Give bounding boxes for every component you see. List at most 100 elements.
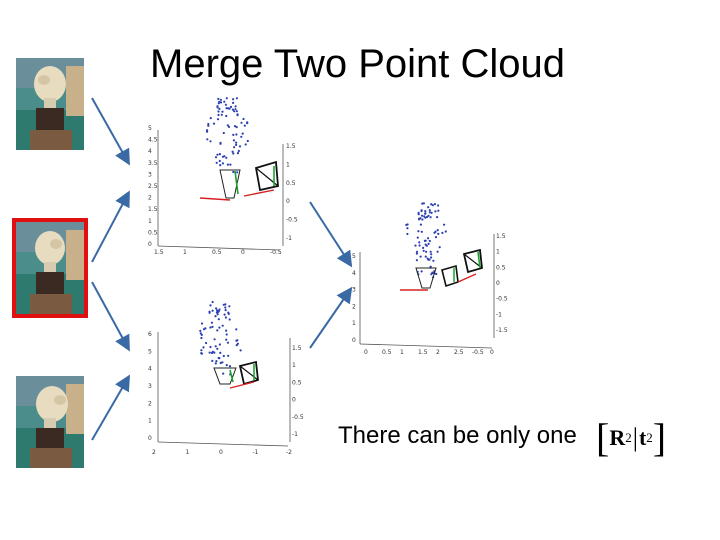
cloud-point xyxy=(229,164,231,166)
cloud-point xyxy=(244,125,246,127)
cloud-point xyxy=(437,251,439,253)
right-tick-label: -1 xyxy=(286,235,292,242)
cloud-point xyxy=(228,305,230,307)
cloud-point xyxy=(232,98,234,100)
cloud-point xyxy=(232,134,234,136)
cloud-point xyxy=(421,215,423,217)
cloud-point xyxy=(218,101,220,103)
cloud-point xyxy=(218,108,220,110)
cloud-point xyxy=(432,260,434,262)
cloud-point xyxy=(216,329,218,331)
cloud-point xyxy=(209,140,211,142)
cloud-point xyxy=(429,211,431,213)
cloud-point xyxy=(227,107,229,109)
right-tick-label: -1.5 xyxy=(496,327,508,334)
left-tick-label: 3 xyxy=(148,171,152,178)
left-tick-label: 4.5 xyxy=(148,137,158,144)
cloud-point xyxy=(214,315,216,317)
cloud-point xyxy=(209,326,211,328)
right-tick-label: 1.5 xyxy=(496,233,506,240)
cloud-point xyxy=(417,237,419,239)
left-tick-label: 3 xyxy=(352,287,356,294)
cloud-point xyxy=(437,210,439,212)
cloud-point xyxy=(232,171,234,173)
cloud-point xyxy=(414,245,416,247)
tick-labels: 54.543.532.521.510.501.510.50-0.5-11.510… xyxy=(148,125,298,256)
cloud-point xyxy=(216,154,218,156)
camera-3 xyxy=(458,250,482,282)
cloud-point xyxy=(430,256,432,258)
cloud-point xyxy=(225,330,227,332)
cloud-point xyxy=(430,203,432,205)
cloud-point xyxy=(212,351,214,353)
cloud-point xyxy=(205,342,207,344)
bottom-tick-label: 2.5 xyxy=(454,349,464,356)
cloud-point xyxy=(204,327,206,329)
cloud-point xyxy=(218,308,220,310)
point-cloud xyxy=(206,97,249,173)
cloud-point xyxy=(430,216,432,218)
cloud-point xyxy=(234,108,236,110)
bottom-tick-label: 2 xyxy=(436,349,440,356)
right-tick-label: -1 xyxy=(292,431,298,438)
cloud-point xyxy=(429,240,431,242)
left-tick-label: 1.5 xyxy=(148,206,158,213)
cloud-point xyxy=(216,309,218,311)
cloud-point xyxy=(418,213,420,215)
cloud-point xyxy=(206,138,208,140)
cloud-point xyxy=(232,102,234,104)
cloud-point xyxy=(237,152,239,154)
tick-labels: 65432101.510.50-0.5-1210-1-2 xyxy=(148,331,304,456)
cloud-point xyxy=(235,144,237,146)
cloud-point xyxy=(225,339,227,341)
bottom-axis xyxy=(158,442,288,446)
right-tick-label: -0.5 xyxy=(292,414,304,421)
right-tick-label: 1 xyxy=(286,161,290,168)
point-cloud xyxy=(405,202,447,278)
cloud-point xyxy=(217,114,219,116)
cloud-point xyxy=(416,251,418,253)
right-tick-label: 1 xyxy=(496,249,500,256)
cloud-point xyxy=(223,355,225,357)
cloud-point xyxy=(218,318,220,320)
cloud-point xyxy=(235,133,237,135)
left-tick-label: 0 xyxy=(352,337,356,344)
cloud-point xyxy=(417,230,419,232)
cloud-point xyxy=(428,243,430,245)
cloud-point xyxy=(209,312,211,314)
cloud-point xyxy=(222,373,224,375)
cloud-point xyxy=(240,136,242,138)
arrow-bottom-plot-to-merged xyxy=(310,290,350,348)
left-tick-label: 0 xyxy=(148,241,152,248)
cloud-point xyxy=(212,310,214,312)
cloud-point xyxy=(425,256,427,258)
cloud-point xyxy=(425,244,427,246)
cloud-point xyxy=(225,157,227,159)
cloud-point xyxy=(232,152,234,154)
formula-right-bracket: ] xyxy=(653,418,666,458)
cloud-point xyxy=(224,314,226,316)
cloud-point xyxy=(213,123,215,125)
bottom-tick-label: -0.5 xyxy=(270,249,282,256)
cloud-point xyxy=(421,218,423,220)
bottom-tick-label: 1 xyxy=(400,349,404,356)
cloud-point xyxy=(437,233,439,235)
right-tick-label: 1 xyxy=(292,362,296,369)
cloud-point xyxy=(217,110,219,112)
cloud-point xyxy=(421,231,423,233)
camera-2 xyxy=(442,266,458,286)
cloud-point xyxy=(434,203,436,205)
formula-translation: t xyxy=(639,425,646,451)
cloud-point xyxy=(217,98,219,100)
bottom-tick-label: -2 xyxy=(286,449,292,456)
cloud-point xyxy=(436,216,438,218)
left-tick-label: 1 xyxy=(148,418,152,425)
cloud-point xyxy=(235,105,237,107)
cloud-point xyxy=(221,361,223,363)
cloud-point xyxy=(227,342,229,344)
left-tick-label: 2 xyxy=(352,303,356,310)
cloud-point xyxy=(406,227,408,229)
cloud-point xyxy=(224,303,226,305)
camera-2 xyxy=(230,362,258,388)
left-tick-label: 6 xyxy=(148,331,152,338)
